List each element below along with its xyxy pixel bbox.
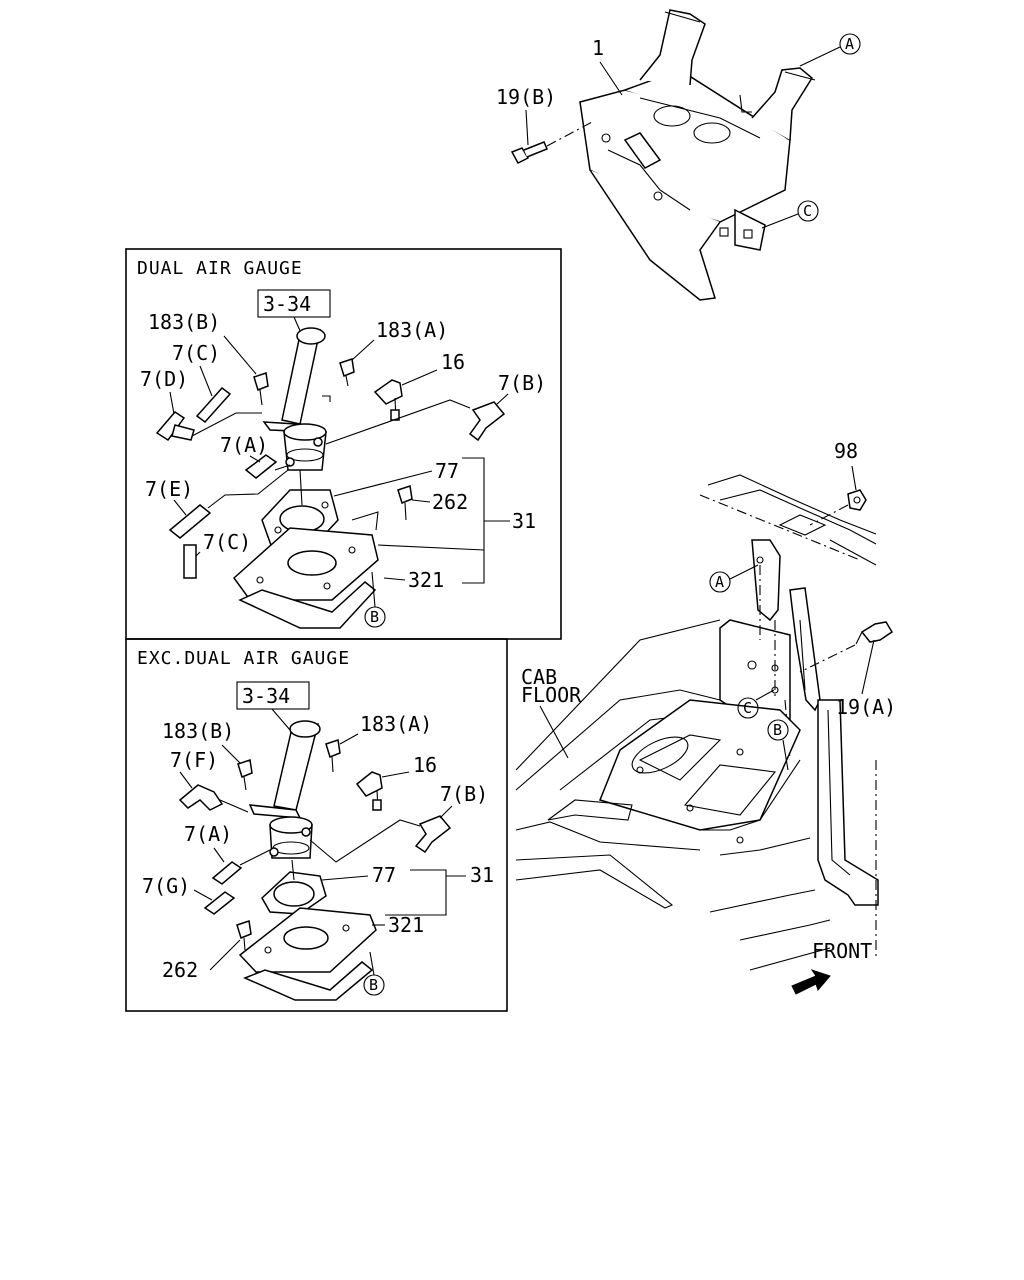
label-floor: FLOOR bbox=[521, 683, 582, 707]
front-arrow-icon bbox=[791, 969, 831, 995]
svg-text:A: A bbox=[845, 35, 854, 53]
callout-a-floor: A bbox=[715, 573, 724, 591]
callout-b-exc: B bbox=[369, 976, 378, 994]
label-183b-exc: 183(B) bbox=[162, 719, 234, 743]
label-7b-exc: 7(B) bbox=[440, 782, 488, 806]
label-7g: 7(G) bbox=[142, 874, 190, 898]
label-cab: CAB bbox=[521, 665, 557, 689]
panel-exc-dual-air-gauge: EXC.DUAL AIR GAUGE 3-34 183(B) 183(A) 16… bbox=[125, 638, 508, 1012]
label-7a-exc: 7(A) bbox=[184, 822, 232, 846]
label-16: 16 bbox=[441, 350, 465, 374]
label-front: FRONT bbox=[812, 939, 872, 963]
label-77-exc: 77 bbox=[372, 863, 396, 887]
label-262: 262 bbox=[432, 490, 468, 514]
label-7c-top: 7(C) bbox=[172, 341, 220, 365]
label-7e: 7(E) bbox=[145, 477, 193, 501]
label-321-exc: 321 bbox=[388, 913, 424, 937]
label-7c-bottom: 7(C) bbox=[203, 530, 251, 554]
label-98: 98 bbox=[834, 439, 858, 463]
callout-c-top: C bbox=[761, 200, 819, 229]
label-183a: 183(A) bbox=[376, 318, 448, 342]
cab-floor-assembly: 98 19(A) A C B CAB FLOOR bbox=[515, 439, 896, 971]
label-183b: 183(B) bbox=[148, 310, 220, 334]
panel-exc-title: EXC.DUAL AIR GAUGE bbox=[137, 648, 350, 669]
panel-dual-air-gauge: DUAL AIR GAUGE 3-34 183(B) 183(A) 16 bbox=[125, 248, 562, 640]
label-7f: 7(F) bbox=[170, 748, 218, 772]
callout-b-floor: B bbox=[773, 721, 782, 739]
label-7d: 7(D) bbox=[140, 367, 188, 391]
label-16-exc: 16 bbox=[413, 753, 437, 777]
svg-text:C: C bbox=[803, 202, 812, 220]
callout-b-dual: B bbox=[370, 608, 379, 626]
label-7b: 7(B) bbox=[498, 371, 546, 395]
panel-dual-ref: 3-34 bbox=[263, 292, 311, 316]
label-31-dual: 31 bbox=[512, 509, 536, 533]
label-19a: 19(A) bbox=[836, 695, 896, 719]
label-183a-exc: 183(A) bbox=[360, 712, 432, 736]
label-321: 321 bbox=[408, 568, 444, 592]
callout-a-top: A bbox=[799, 33, 861, 67]
bracket-assembly bbox=[579, 9, 816, 301]
label-262-exc: 262 bbox=[162, 958, 198, 982]
bolt-19b-icon bbox=[510, 121, 593, 164]
panel-exc-ref: 3-34 bbox=[242, 684, 290, 708]
panel-dual-title: DUAL AIR GAUGE bbox=[137, 258, 303, 279]
label-1: 1 bbox=[592, 36, 604, 60]
label-31-exc: 31 bbox=[470, 863, 494, 887]
label-77: 77 bbox=[435, 459, 459, 483]
label-7a: 7(A) bbox=[220, 433, 268, 457]
label-19b: 19(B) bbox=[496, 85, 556, 109]
callout-c-floor: C bbox=[743, 699, 752, 717]
